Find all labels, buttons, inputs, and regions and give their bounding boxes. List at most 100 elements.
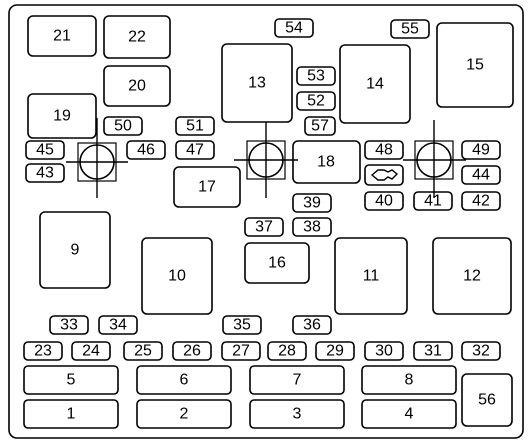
fuse-43[interactable]: 43 xyxy=(25,163,65,183)
svg-text:55: 55 xyxy=(401,21,419,38)
svg-text:42: 42 xyxy=(472,193,490,210)
relay-20[interactable]: 20 xyxy=(103,65,171,107)
svg-text:3: 3 xyxy=(293,406,302,423)
svg-text:7: 7 xyxy=(293,372,302,389)
svg-text:25: 25 xyxy=(134,343,152,360)
svg-text:53: 53 xyxy=(307,68,325,85)
relay-18[interactable]: 18 xyxy=(292,140,361,184)
fuse-51[interactable]: 51 xyxy=(175,116,215,136)
relay-3[interactable]: 3 xyxy=(249,399,345,429)
relay-17[interactable]: 17 xyxy=(173,166,241,208)
svg-text:20: 20 xyxy=(128,78,146,95)
fuse-46[interactable]: 46 xyxy=(126,140,166,160)
svg-text:41: 41 xyxy=(424,193,442,210)
svg-text:30: 30 xyxy=(375,343,393,360)
svg-text:52: 52 xyxy=(307,93,325,110)
fuse-30[interactable]: 30 xyxy=(364,341,404,361)
relay-5[interactable]: 5 xyxy=(23,365,119,395)
fuse-36[interactable]: 36 xyxy=(292,315,332,335)
crosshair-mount-center xyxy=(234,122,298,198)
relay-19[interactable]: 19 xyxy=(27,93,97,139)
relay-11[interactable]: 11 xyxy=(334,237,408,315)
svg-text:51: 51 xyxy=(186,118,204,135)
fuse-39[interactable]: 39 xyxy=(292,193,332,213)
fuse-31[interactable]: 31 xyxy=(413,341,453,361)
relay-22[interactable]: 22 xyxy=(103,15,171,59)
fuse-57[interactable]: 57 xyxy=(304,116,336,136)
relay-8[interactable]: 8 xyxy=(361,365,457,395)
fuse-47[interactable]: 47 xyxy=(175,140,215,160)
fuse-25[interactable]: 25 xyxy=(123,341,163,361)
relay-13[interactable]: 13 xyxy=(221,43,293,123)
svg-text:43: 43 xyxy=(36,165,54,182)
fuse-50[interactable]: 50 xyxy=(103,116,143,136)
fuse-34[interactable]: 34 xyxy=(98,315,138,335)
svg-text:54: 54 xyxy=(285,20,303,37)
svg-text:24: 24 xyxy=(82,343,100,360)
svg-text:57: 57 xyxy=(311,118,329,135)
relay-15[interactable]: 15 xyxy=(436,22,514,108)
fuse-puller-icon xyxy=(364,164,404,186)
svg-text:33: 33 xyxy=(60,317,78,334)
relay-12[interactable]: 12 xyxy=(432,237,512,315)
svg-text:56: 56 xyxy=(478,392,496,409)
fuse-33[interactable]: 33 xyxy=(49,315,89,335)
fuse-26[interactable]: 26 xyxy=(172,341,212,361)
fuse-40[interactable]: 40 xyxy=(364,191,404,211)
fuse-35[interactable]: 35 xyxy=(222,315,262,335)
fuse-42[interactable]: 42 xyxy=(461,191,501,211)
fuse-44[interactable]: 44 xyxy=(461,165,501,185)
relay-6[interactable]: 6 xyxy=(136,365,232,395)
svg-text:14: 14 xyxy=(366,76,384,93)
relay-2[interactable]: 2 xyxy=(136,399,232,429)
svg-text:26: 26 xyxy=(183,343,201,360)
relay-1[interactable]: 1 xyxy=(23,399,119,429)
fuse-45[interactable]: 45 xyxy=(25,140,65,160)
crosshair-mount-right xyxy=(403,120,466,198)
svg-text:11: 11 xyxy=(363,268,380,285)
svg-text:8: 8 xyxy=(405,372,414,389)
svg-text:49: 49 xyxy=(472,142,490,159)
svg-text:2: 2 xyxy=(180,406,189,423)
crosshair-mount-left xyxy=(66,118,128,198)
fuse-27[interactable]: 27 xyxy=(221,341,261,361)
relay-16[interactable]: 16 xyxy=(244,242,310,284)
svg-text:18: 18 xyxy=(317,154,335,171)
fuse-55[interactable]: 55 xyxy=(390,19,430,39)
svg-text:16: 16 xyxy=(268,255,286,272)
svg-text:32: 32 xyxy=(472,343,490,360)
svg-text:50: 50 xyxy=(114,118,132,135)
fuse-24[interactable]: 24 xyxy=(71,341,111,361)
relay-21[interactable]: 21 xyxy=(27,15,97,57)
svg-text:19: 19 xyxy=(53,108,71,125)
relay-4[interactable]: 4 xyxy=(361,399,457,429)
relay-9[interactable]: 9 xyxy=(39,211,111,289)
fuse-29[interactable]: 29 xyxy=(315,341,355,361)
fuse-53[interactable]: 53 xyxy=(296,66,336,86)
svg-text:27: 27 xyxy=(232,343,250,360)
fuse-38[interactable]: 38 xyxy=(292,217,332,237)
fuse-52[interactable]: 52 xyxy=(296,91,336,111)
fuse-49[interactable]: 49 xyxy=(461,140,501,160)
svg-text:13: 13 xyxy=(248,75,266,92)
relay-10[interactable]: 10 xyxy=(141,237,213,315)
relay-7[interactable]: 7 xyxy=(249,365,345,395)
svg-text:31: 31 xyxy=(424,343,442,360)
svg-text:28: 28 xyxy=(278,343,296,360)
fuse-54[interactable]: 54 xyxy=(274,18,314,38)
relay-56[interactable]: 56 xyxy=(461,373,513,427)
fuse-32[interactable]: 32 xyxy=(461,341,501,361)
fuse-37[interactable]: 37 xyxy=(244,217,284,237)
svg-text:12: 12 xyxy=(463,268,481,285)
svg-text:39: 39 xyxy=(303,195,321,212)
fuse-23[interactable]: 23 xyxy=(23,341,63,361)
svg-text:9: 9 xyxy=(71,242,80,259)
svg-text:38: 38 xyxy=(303,219,321,236)
svg-text:4: 4 xyxy=(405,406,414,423)
fuse-48[interactable]: 48 xyxy=(364,140,404,160)
fuse-28[interactable]: 28 xyxy=(267,341,307,361)
fuse-41[interactable]: 41 xyxy=(413,191,453,211)
relay-14[interactable]: 14 xyxy=(339,44,411,124)
